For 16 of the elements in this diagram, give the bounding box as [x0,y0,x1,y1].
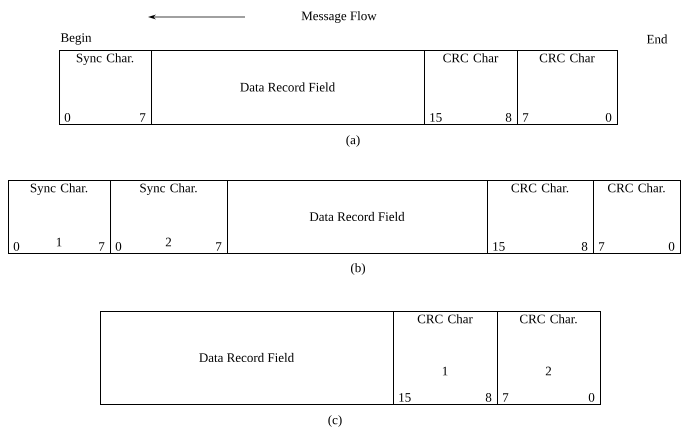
field-cell: Data Record Field [151,50,425,125]
field-cell: Sync Char. 0 7 1 [8,180,111,254]
field-cell: CRC Char. 15 8 [487,180,594,254]
label-text: Message Flow [302,11,377,23]
label-text: End [646,34,668,44]
field-cell: Data Record Field [100,310,394,405]
caption: (b) [350,263,366,275]
field-cell: Sync Char. 0 7 2 [110,180,228,254]
field-cell: CRC Char. 7 0 [593,180,681,254]
field-cell: Sync Char. 0 7 [59,50,152,125]
field-cell: Data Record Field [227,180,488,254]
field-cell: CRC Char 7 0 [517,50,618,125]
field-cell: CRC Char 15 8 [424,50,518,125]
caption: (a) [346,135,360,147]
field-cell: CRC Char 15 8 1 [393,310,498,405]
field-cell: CRC Char. 7 0 2 [497,310,601,405]
